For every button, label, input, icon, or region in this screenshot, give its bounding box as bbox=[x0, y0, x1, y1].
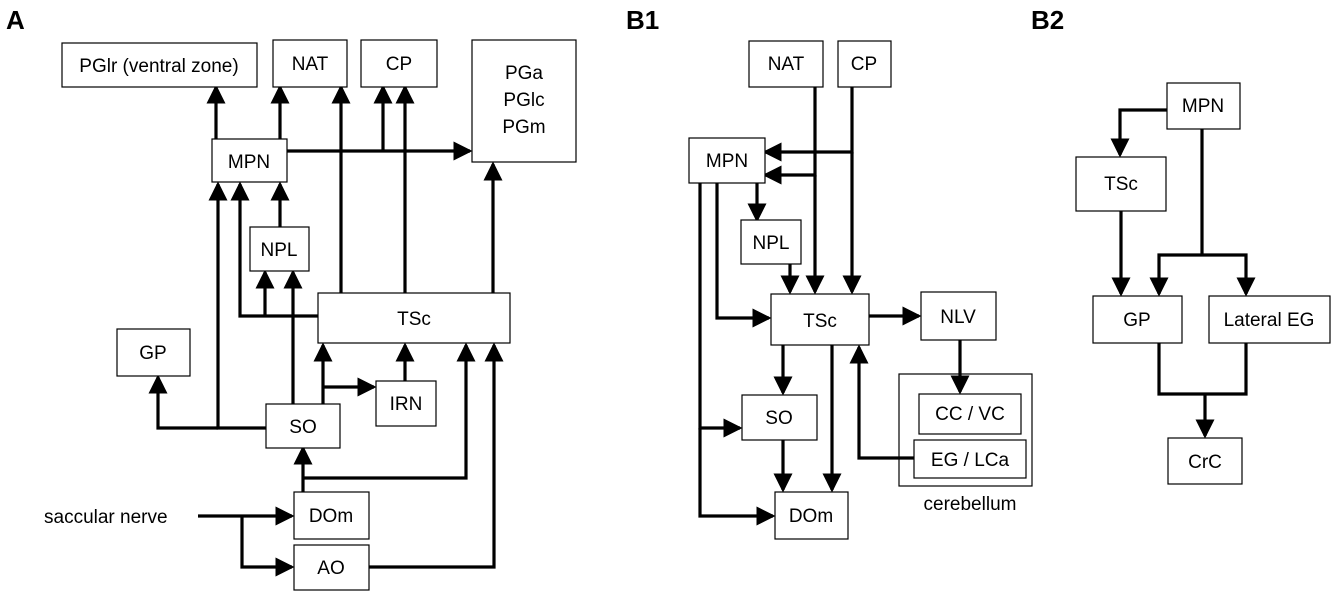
edge-b1-mpn-to-dom bbox=[698, 428, 776, 526]
node-eg-lca: EG / LCa bbox=[913, 439, 1027, 479]
node-dom-b1: DOm bbox=[774, 491, 849, 540]
node-tsc-b2: TSc bbox=[1075, 156, 1167, 212]
svg-text:GP: GP bbox=[139, 343, 166, 364]
svg-text:TSc: TSc bbox=[1104, 174, 1138, 195]
svg-text:AO: AO bbox=[317, 558, 344, 579]
edge-b2-mpn-to-lateral-eg bbox=[1202, 253, 1256, 297]
node-npl-b1: NPL bbox=[740, 219, 802, 265]
node-npl-a: NPL bbox=[249, 226, 310, 272]
edge-ao-to-tsc bbox=[369, 342, 504, 569]
edge-so-to-mpn bbox=[208, 181, 266, 430]
node-gp-b2: GP bbox=[1092, 295, 1183, 344]
edge-so-to-gp bbox=[148, 374, 218, 430]
node-so-a: SO bbox=[265, 403, 341, 449]
svg-text:NAT: NAT bbox=[292, 54, 329, 75]
node-nat-a: NAT bbox=[272, 39, 348, 88]
panel-label-a: A bbox=[6, 5, 25, 35]
svg-text:NLV: NLV bbox=[940, 307, 976, 328]
edge-b1-mpn-to-tsc bbox=[715, 183, 772, 328]
svg-text:MPN: MPN bbox=[228, 152, 270, 173]
edge-b1-eg-to-tsc bbox=[849, 344, 914, 460]
panel-label-b2: B2 bbox=[1031, 5, 1064, 35]
node-nlv: NLV bbox=[920, 291, 997, 341]
node-gp-a: GP bbox=[116, 328, 191, 377]
panel-a-connections bbox=[148, 84, 504, 577]
panel-b1-connections bbox=[698, 87, 970, 526]
svg-text:MPN: MPN bbox=[1182, 96, 1224, 117]
svg-text:NAT: NAT bbox=[768, 54, 805, 75]
svg-text:IRN: IRN bbox=[390, 394, 423, 415]
node-pglr: PGlr (ventral zone) bbox=[61, 42, 258, 88]
svg-text:Lateral EG: Lateral EG bbox=[1224, 310, 1315, 331]
node-tsc-b1: TSc bbox=[770, 293, 870, 346]
svg-text:SO: SO bbox=[765, 408, 792, 429]
edge-b1-nat-to-mpn bbox=[762, 87, 817, 185]
node-cc-vc: CC / VC bbox=[918, 393, 1022, 435]
svg-text:TSc: TSc bbox=[803, 311, 837, 332]
edge-dom-to-tsc bbox=[303, 342, 476, 480]
svg-text:TSc: TSc bbox=[397, 309, 431, 330]
cerebellum-label: cerebellum bbox=[924, 494, 1017, 515]
node-so-b1: SO bbox=[741, 394, 818, 441]
saccular-nerve-label: saccular nerve bbox=[44, 507, 168, 528]
svg-text:CrC: CrC bbox=[1188, 452, 1222, 473]
node-nat-b1: NAT bbox=[748, 40, 824, 88]
node-lateral-eg: Lateral EG bbox=[1208, 295, 1331, 344]
svg-text:NPL: NPL bbox=[753, 233, 790, 254]
svg-text:PGa: PGa bbox=[505, 63, 543, 84]
cerebellum-group bbox=[898, 373, 1033, 487]
svg-text:PGlr (ventral zone): PGlr (ventral zone) bbox=[79, 56, 238, 77]
svg-text:CC / VC: CC / VC bbox=[935, 404, 1005, 425]
svg-text:PGlc: PGlc bbox=[503, 90, 544, 111]
svg-text:DOm: DOm bbox=[309, 506, 353, 527]
node-tsc-a: TSc bbox=[317, 292, 511, 344]
node-crc: CrC bbox=[1167, 437, 1243, 485]
svg-text:CP: CP bbox=[386, 54, 412, 75]
svg-text:PGm: PGm bbox=[502, 117, 545, 138]
panel-label-b1: B1 bbox=[626, 5, 659, 35]
node-cp-b1: CP bbox=[837, 40, 892, 88]
edge-nerve-to-ao bbox=[240, 516, 295, 577]
svg-text:MPN: MPN bbox=[706, 151, 748, 172]
svg-text:SO: SO bbox=[289, 417, 316, 438]
node-ao: AO bbox=[293, 544, 370, 591]
svg-text:EG / LCa: EG / LCa bbox=[931, 450, 1010, 471]
node-mpn-a: MPN bbox=[211, 138, 288, 183]
node-mpn-b2: MPN bbox=[1166, 82, 1241, 130]
edge-b2-mpn-to-gp bbox=[1149, 253, 1202, 297]
svg-text:GP: GP bbox=[1123, 310, 1150, 331]
node-irn: IRN bbox=[375, 380, 437, 427]
node-cp-a: CP bbox=[360, 39, 438, 88]
node-mpn-b1: MPN bbox=[688, 137, 766, 184]
edge-b1-mpn-to-so bbox=[698, 183, 743, 438]
panel-b2-connections bbox=[1110, 108, 1256, 439]
svg-text:NPL: NPL bbox=[261, 240, 298, 261]
svg-text:DOm: DOm bbox=[789, 506, 833, 527]
svg-text:CP: CP bbox=[851, 54, 877, 75]
edge-b2-mpn-to-tsc bbox=[1110, 108, 1167, 158]
edge-b1-cp-to-mpn bbox=[762, 87, 854, 162]
node-dom-a: DOm bbox=[293, 491, 370, 540]
node-pga-pglc-pgm: PGa PGlc PGm bbox=[471, 39, 577, 163]
edge-b2-gp-to-crc bbox=[1157, 343, 1248, 396]
